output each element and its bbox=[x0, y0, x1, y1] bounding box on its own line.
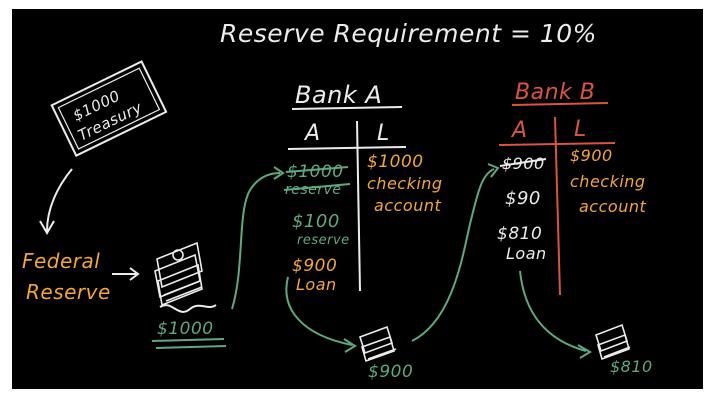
bank-b-cash-stack-icon bbox=[595, 323, 631, 361]
bank-a-checking-line2: account bbox=[374, 196, 441, 215]
bank-a-assets-header: A bbox=[303, 121, 321, 146]
bank-b-checking-line2: account bbox=[579, 197, 646, 216]
fed-cash-brace bbox=[159, 304, 217, 313]
bank-b-checking-line1: checking bbox=[570, 172, 646, 191]
bank-b-old-reserve-value: $900 bbox=[502, 154, 545, 173]
fed-cash-stack-icon bbox=[154, 241, 203, 307]
treasury-bond-inner-outline bbox=[57, 67, 161, 150]
treasury-bond: $1000 Treasury bbox=[50, 60, 168, 157]
bank-a-loan-value: $900 bbox=[292, 256, 337, 276]
bank-b-t-account-horizontal bbox=[498, 142, 616, 146]
bank-a-cash-stack-icon bbox=[359, 325, 397, 363]
fed-to-cash-arrowhead bbox=[129, 267, 140, 281]
bank-a-loan-arrowhead bbox=[343, 338, 357, 353]
bank-b-checking-value: $900 bbox=[570, 146, 613, 165]
fed-cash-underline-1 bbox=[151, 338, 225, 342]
bank-a-liabilities-header: L bbox=[377, 121, 390, 146]
bank-b-loan-value: $810 bbox=[497, 224, 542, 244]
bank-a-loan-arrow bbox=[285, 276, 353, 346]
bank-b-loan-arrow bbox=[519, 270, 587, 352]
bank-b-assets-header: A bbox=[510, 118, 528, 143]
diagram-canvas: Reserve Requirement = 10% $1000 Treasury… bbox=[22, 19, 653, 382]
bank-a-old-reserve-label-strike bbox=[283, 183, 351, 191]
federal-reserve-line2: Reserve bbox=[26, 280, 111, 304]
bank-a-new-reserve-value: $100 bbox=[292, 211, 340, 232]
bank-b-cash-amount: $810 bbox=[610, 357, 653, 376]
bank-a-new-reserve-label: reserve bbox=[297, 233, 350, 248]
bank-a-t-account-vertical bbox=[356, 120, 361, 292]
bank-a-checking-value: $1000 bbox=[367, 152, 424, 172]
bank-a-old-reserve-strike bbox=[285, 166, 349, 173]
bank-b-loan-arrowhead bbox=[577, 344, 592, 359]
chalkboard: Reserve Requirement = 10% $1000 Treasury… bbox=[12, 9, 703, 389]
treasury-bond-outline bbox=[50, 60, 168, 157]
treasury-to-fed-arrowhead bbox=[39, 220, 55, 235]
bank-a-name-underline bbox=[291, 106, 403, 110]
bank-b-name-underline bbox=[511, 102, 609, 106]
bank-a-t-account-horizontal bbox=[287, 146, 407, 150]
cash-to-bank-b-arrow bbox=[411, 168, 495, 342]
cash-to-bank-b-arrowhead bbox=[487, 163, 500, 178]
bank-b-loan-label: Loan bbox=[506, 244, 547, 263]
bank-a-old-reserve-value: $1000 bbox=[287, 162, 344, 182]
bank-a-name: Bank A bbox=[295, 81, 382, 109]
fed-cash-amount: $1000 bbox=[157, 319, 214, 339]
bank-b-liabilities-header: L bbox=[574, 117, 587, 142]
fed-to-bank-a-arrowhead bbox=[273, 166, 285, 180]
bank-a-cash-amount: $900 bbox=[368, 362, 413, 382]
fed-to-bank-a-arrow bbox=[231, 172, 281, 310]
treasury-to-fed-arrow bbox=[46, 168, 73, 232]
bank-b-t-account-vertical bbox=[554, 116, 561, 296]
title: Reserve Requirement = 10% bbox=[220, 19, 597, 48]
bank-a-checking-line1: checking bbox=[367, 174, 443, 193]
fed-cash-underline-2 bbox=[155, 345, 227, 349]
bank-b-name: Bank B bbox=[515, 80, 595, 105]
federal-reserve-line1: Federal bbox=[22, 249, 100, 273]
bank-b-new-reserve-value: $90 bbox=[505, 188, 541, 209]
bank-a-loan-label: Loan bbox=[296, 275, 337, 294]
bank-b-old-reserve-strike bbox=[499, 158, 547, 167]
